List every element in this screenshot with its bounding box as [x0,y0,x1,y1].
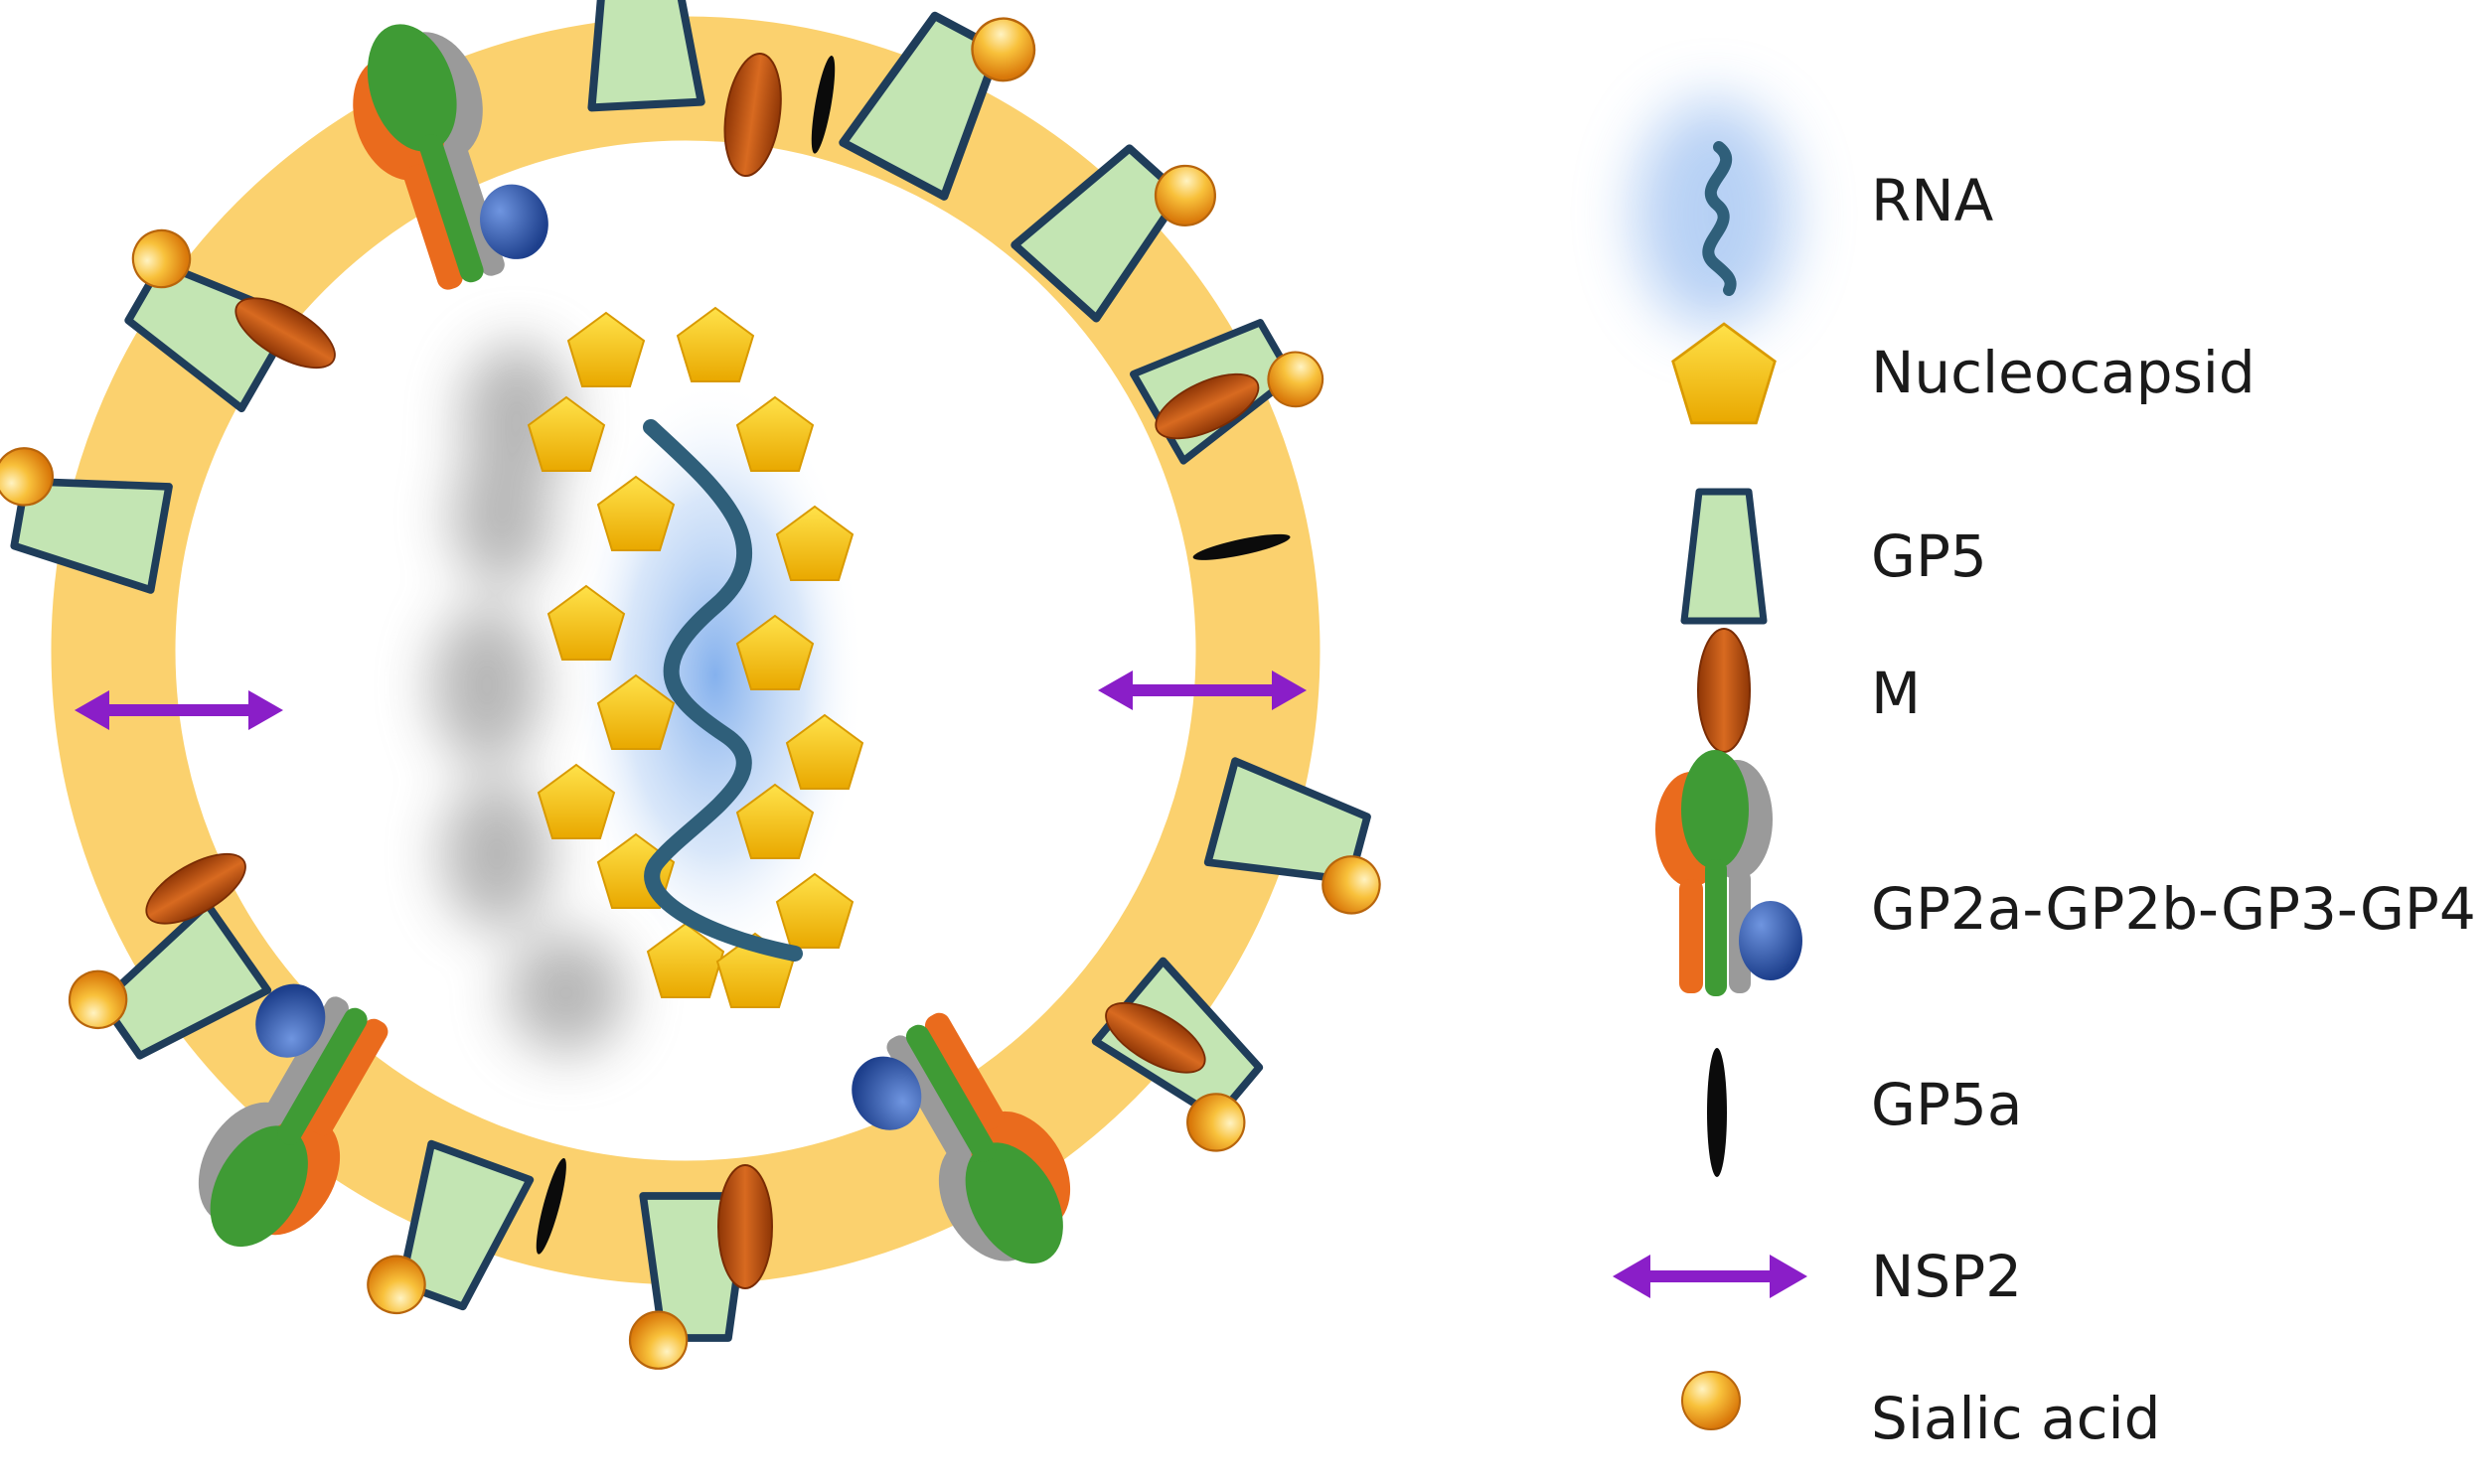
legend-item-sialic-acid: Sialic acid [1681,1371,2160,1452]
legend-item-gp5a: GP5a [1707,1048,2022,1177]
gp5a-icon [1707,1048,1727,1177]
legend-label-gp-complex: GP2a-GP2b-GP3-GP4 [1871,875,2476,943]
m-protein [717,1164,773,1289]
m-icon [1697,628,1751,753]
gp-complex-icon [1655,750,1802,996]
legend-label-nucleocapsid: Nucleocapsid [1871,339,2256,406]
legend-item-nsp2: NSP2 [1613,1243,2022,1310]
legend-label-sialic-acid: Sialic acid [1871,1385,2160,1452]
legend-item-gp-complex: GP2a-GP2b-GP3-GP4 [1655,750,2476,996]
rna-icon [1702,141,1737,296]
legend-item-gp5: GP5 [1680,488,1987,625]
legend-label-gp5a: GP5a [1871,1071,2022,1138]
gp5-protein [582,0,715,107]
gp5-icon [1680,488,1768,625]
legend-item-nucleocapsid: Nucleocapsid [1671,322,2256,425]
virion [0,0,1402,1369]
core-shadow [432,343,626,1053]
legend-label-m: M [1871,660,1921,727]
nsp2-icon [1613,1255,1807,1298]
legend-item-m: M [1697,628,1921,753]
legend-label-gp5: GP5 [1871,522,1987,590]
legend: RNA Nucleocapsid GP5 M [1613,99,2476,1452]
legend-label-nsp2: NSP2 [1871,1243,2022,1310]
legend-item-rna: RNA [1634,99,1994,328]
nucleocapsid-icon [1671,322,1777,425]
sialic-acid-icon [1681,1371,1741,1430]
legend-label-rna: RNA [1871,167,1994,234]
rna-strand [643,419,803,962]
